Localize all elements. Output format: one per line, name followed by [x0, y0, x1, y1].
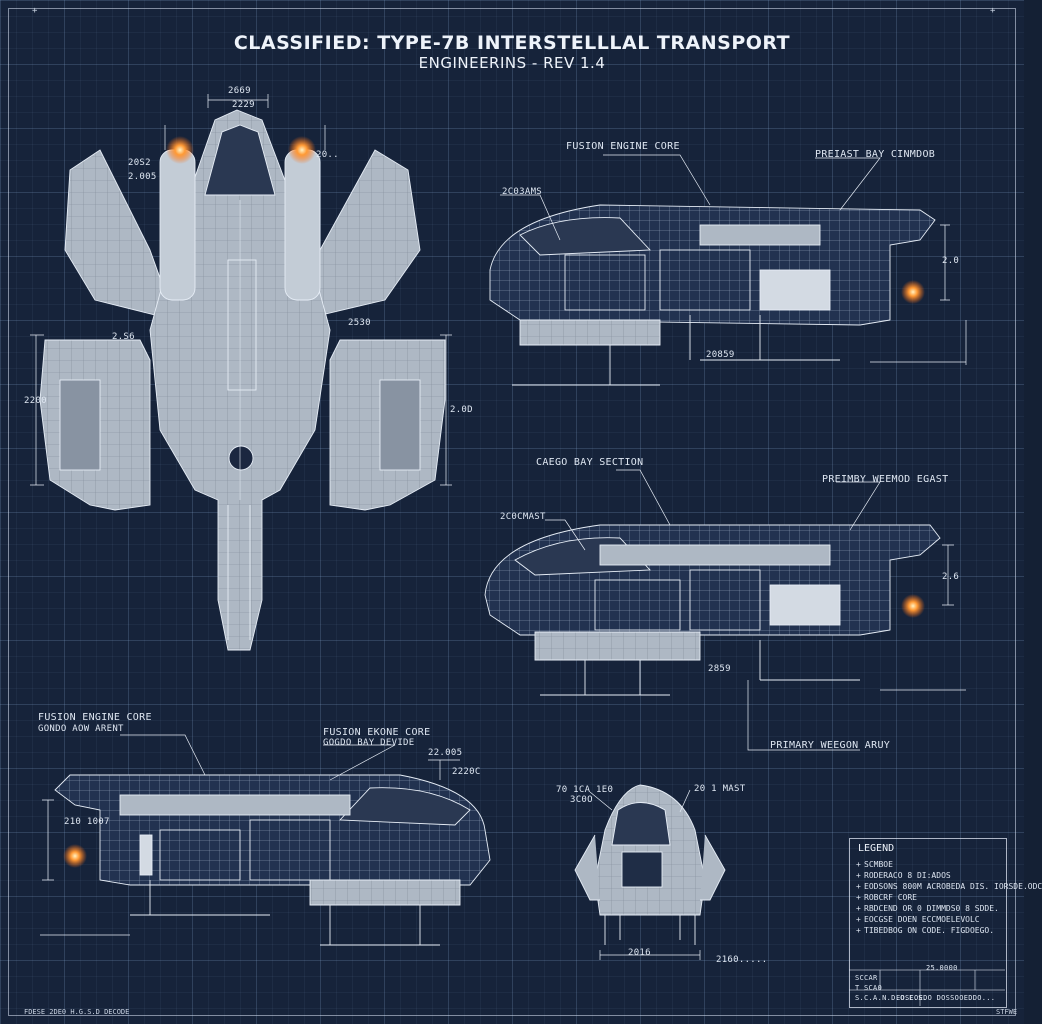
sheet-corner-code: STFWE [996, 1008, 1018, 1016]
label-front-bottom-right: 2160..... [716, 955, 768, 965]
dim-label: 20S2 [128, 158, 151, 168]
engine-glow [901, 594, 925, 618]
dim-label: 2229 [232, 100, 255, 110]
legend-box: LEGEND +SCMBOE +RODERACO 8 DI:ADOS +EODS… [849, 838, 1042, 1008]
label-mid-bottom: 2859 [708, 664, 731, 674]
legend-item: +RODERACO 8 DI:ADOS [856, 871, 951, 880]
label-dim-a: 22.005 [428, 748, 463, 758]
side-upper-leaders [500, 154, 967, 365]
legend-item: +EOCGSE DOEN ECCMOELEVOLC [856, 915, 980, 924]
side-middle-leaders [545, 469, 966, 751]
label-cargo-bl: GONDO AOW ARENT [38, 724, 124, 734]
engine-glow [166, 136, 194, 164]
label-primary-mid: PREIMBY WEEMOD EGAST [822, 474, 949, 485]
legend-item: +EODSONS 800M ACROBEDA DIS. IORSDE.ODC [856, 882, 1042, 891]
title-block-cell: S.C.A.N.D.O.E.S. [855, 994, 928, 1002]
label-front-left-b: 3C0O [570, 795, 593, 805]
dim-label: 2669 [228, 86, 251, 96]
side-lower-leaders [40, 734, 460, 936]
corner-mark: + [990, 6, 996, 16]
side-view-upper [489, 204, 936, 386]
label-top-bottom: 20859 [706, 350, 735, 360]
legend-title: LEGEND [858, 843, 895, 854]
corner-mark: + [32, 6, 38, 16]
legend-item: +TIBEDBOG ON CODE. FIGDOEGO. [856, 926, 995, 935]
top-dimension-lines [30, 94, 452, 486]
engine-glow [288, 136, 316, 164]
label-bl-left: 210 1007 [64, 817, 110, 827]
top-right-engine-pod [284, 149, 321, 301]
legend-item: +SCMBOE [856, 860, 893, 869]
label-fusion-engine-top: FUSION ENGINE CORE [566, 141, 680, 152]
side-middle-hull [484, 524, 941, 636]
front-view-ship [574, 784, 726, 945]
label-primary-weapon: PRIMARY WEEGON ARUY [770, 740, 891, 751]
dim-label: 2.0 [942, 256, 960, 266]
label-primary-bay-top: PREIAST BAY CINMDOB [815, 149, 936, 160]
sheet-footer: FDESE 2DE0 H.G.S.D DECODE [24, 1008, 130, 1016]
dim-label: 2200 [24, 396, 47, 406]
dim-label: 2530 [348, 318, 371, 328]
top-view-ship [39, 109, 446, 651]
title-block-footer: EOSCOEDO DOSSOOEDDO... [896, 994, 996, 1002]
side-view-middle [484, 524, 941, 696]
label-top-left: 2C03AMS [502, 187, 543, 197]
engine-glow [901, 280, 925, 304]
side-view-lower [54, 774, 491, 946]
top-sensor-dome [228, 445, 254, 471]
dim-label: 2.005 [128, 172, 157, 182]
title-block-grid [849, 969, 1005, 1006]
label-mid-left: 2C0CMAST [500, 512, 546, 522]
dim-label: 2.S6 [112, 332, 135, 342]
top-cockpit [204, 124, 276, 196]
dim-label: 2.6 [942, 572, 960, 582]
legend-list: +SCMBOE +RODERACO 8 DI:ADOS +EODSONS 800… [856, 859, 1042, 936]
front-leaders [589, 789, 701, 960]
label-front-right: 20 1 MAST [694, 784, 746, 794]
engine-glow [63, 844, 87, 868]
label-cargo-bc: GOGDO BAY DEVIDE [323, 738, 415, 748]
sheet-border [8, 8, 1016, 1016]
dim-label: 20.. [316, 150, 339, 160]
title-block-cell: T SCA0 [855, 984, 883, 992]
top-left-upper-wing [64, 149, 176, 321]
top-left-engine-pod [159, 149, 196, 301]
title-block-cell: SCCAR [855, 974, 878, 982]
legend-item: +RBDCEND OR 0 DIMMDS0 8 SDDE. [856, 904, 999, 913]
label-front-left-a: 70 1CA 1E0 [556, 785, 614, 795]
label-fusion-engine-bc: FUSION EKONE CORE [323, 727, 431, 738]
label-front-bottom: 2016 [628, 948, 651, 958]
label-cargo-bay: CAEGO BAY SECTION [536, 457, 644, 468]
title-block-cell: 25.0000 [926, 964, 958, 972]
sheet-title: CLASSIFIED: TYPE-7B INTERSTELLLAL TRANSP… [233, 32, 791, 54]
label-dim-b: 2220C [452, 767, 481, 777]
dim-label: 2.0D [450, 405, 473, 415]
legend-item: +ROBCRF CORE [856, 893, 917, 902]
sheet-subtitle: ENGINEERINS - REV 1.4 [418, 54, 606, 72]
label-fusion-engine-bl: FUSION ENGINE CORE [38, 712, 152, 723]
